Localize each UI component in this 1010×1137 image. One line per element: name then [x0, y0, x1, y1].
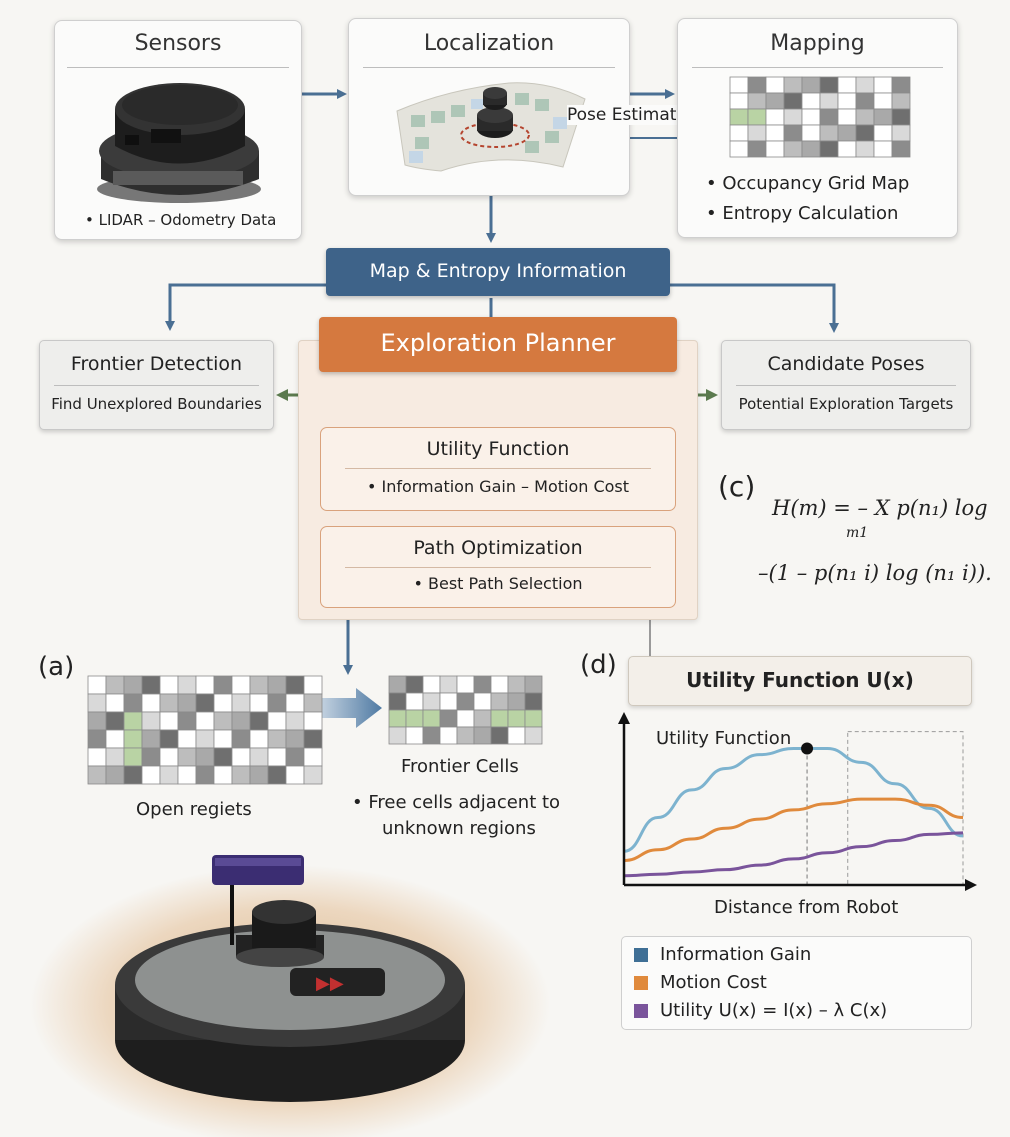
path-optimization-title: Path Optimization — [413, 537, 583, 559]
mapping-card: Mapping • Occupancy Grid Map • Entropy C… — [677, 18, 958, 238]
candidate-poses-card: Candidate Poses Potential Exploration Ta… — [721, 340, 971, 430]
entropy-formula-line1: H(m) = – X p(n₁) log — [772, 496, 988, 520]
exploration-planner-banner: Exploration Planner — [319, 317, 677, 372]
panel-a-label: (a) — [38, 652, 75, 682]
chart-xlabel: Distance from Robot — [714, 897, 899, 918]
peak-marker — [801, 742, 814, 755]
utility-function-title-text: Utility Function U(x) — [686, 668, 914, 692]
occupancy-grid-image — [729, 76, 911, 158]
utility-function-title-box: Utility Function U(x) — [628, 656, 972, 706]
open-regions-grid — [87, 675, 323, 785]
frontier-cells-title: Frontier Cells — [401, 756, 519, 777]
series-line-1 — [623, 747, 964, 853]
legend-swatch — [634, 948, 648, 962]
mapping-title: Mapping — [770, 31, 865, 56]
frontier-cells-note-2: unknown regions — [382, 818, 536, 839]
entropy-formula-line2: –(1 – p(n₁ i) log (n₁ i)). — [758, 561, 992, 585]
frontier-cells-note-1: • Free cells adjacent to — [352, 792, 561, 813]
arrow-mapinfo-candidate — [670, 283, 839, 333]
sensors-caption: • LIDAR – Odometry Data — [85, 211, 277, 229]
frontier-detection-subtitle: Find Unexplored Boundaries — [51, 395, 262, 413]
target-region-box — [847, 731, 964, 886]
path-optimization-box: Path Optimization • Best Path Selection — [320, 526, 676, 608]
y-axis-arrow — [618, 712, 630, 724]
localization-card: Localization Pose Estimation — [348, 18, 703, 196]
series-line-2 — [623, 797, 964, 862]
utility-function-box: Utility Function • Information Gain – Mo… — [320, 427, 676, 511]
panel-c-label: (c) — [718, 470, 756, 503]
divider — [54, 385, 259, 386]
sensors-title: Sensors — [134, 31, 222, 56]
map-entropy-banner: Map & Entropy Information — [326, 248, 670, 296]
map-entropy-label: Map & Entropy Information — [369, 260, 627, 282]
frontier-detection-title: Frontier Detection — [70, 353, 243, 375]
sensors-card: Sensors • LIDAR – Odometry Data — [54, 20, 302, 240]
series-line-3 — [623, 831, 964, 878]
mapping-bullet-occupancy: • Occupancy Grid Map — [706, 173, 910, 194]
entropy-formula-sum-subscript: m1 — [846, 525, 869, 541]
pose-estimation-label: Pose Estimation — [567, 105, 703, 125]
exploration-planner-label: Exploration Planner — [380, 329, 616, 357]
divider — [363, 67, 615, 68]
arrow-grid-frontier — [318, 688, 382, 728]
divider — [345, 567, 651, 568]
path-optimization-subtitle: • Best Path Selection — [413, 574, 583, 593]
frontier-cells-grid — [388, 675, 543, 745]
panel-d-label: (d) — [580, 650, 617, 680]
lidar-sensor-image — [97, 83, 261, 203]
chart-legend: Information Gain Motion Cost Utility U(x… — [621, 936, 972, 1030]
chart-title: Utility Function — [656, 728, 792, 749]
frontier-detection-card: Frontier Detection Find Unexplored Bound… — [39, 340, 274, 430]
divider — [345, 468, 651, 469]
open-regions-caption: Open regiets — [136, 799, 252, 820]
legend-swatch — [634, 976, 648, 990]
legend-swatch — [634, 1004, 648, 1018]
utility-function-subtitle: • Information Gain – Motion Cost — [366, 477, 630, 496]
x-axis-arrow — [965, 879, 977, 891]
divider — [692, 67, 943, 68]
mapping-bullet-entropy: • Entropy Calculation — [706, 203, 899, 224]
legend-label: Information Gain — [660, 944, 812, 965]
candidate-poses-title: Candidate Poses — [767, 353, 925, 375]
legend-label: Utility U(x) = I(x) – λ C(x) — [660, 1000, 888, 1021]
svg-text:▶▶: ▶▶ — [316, 973, 344, 994]
mapping-grid — [729, 76, 911, 158]
localization-map-image — [396, 82, 586, 172]
divider — [736, 385, 956, 386]
divider — [67, 67, 289, 68]
legend-label: Motion Cost — [660, 972, 767, 993]
utility-function-title: Utility Function — [426, 438, 570, 460]
arrow-mapinfo-frontier — [165, 283, 326, 331]
localization-title: Localization — [423, 31, 555, 56]
candidate-poses-subtitle: Potential Exploration Targets — [738, 395, 954, 413]
